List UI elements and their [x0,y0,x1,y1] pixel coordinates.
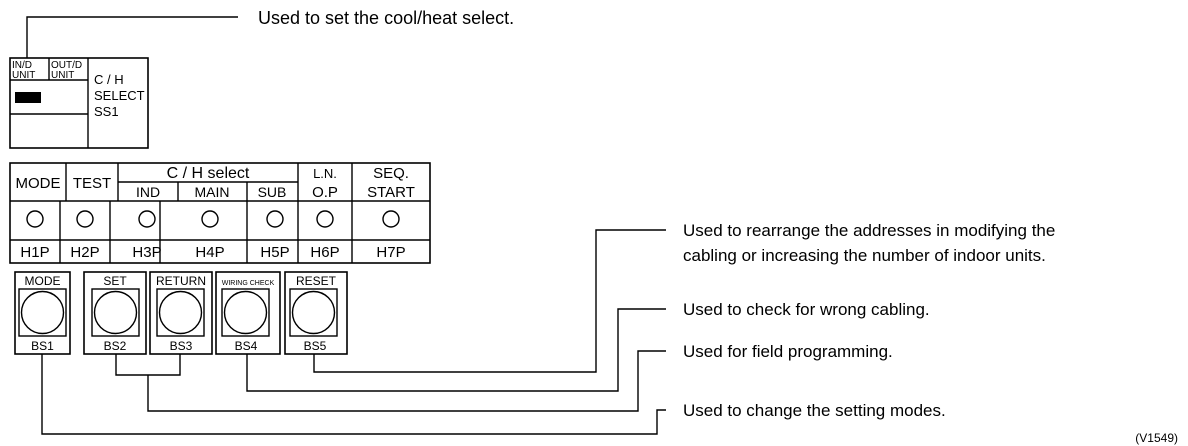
led-h7p-label: H7P [376,244,405,261]
seq-header: SEQ. [373,165,409,182]
ch-label: C / H [94,72,124,87]
rearrange-annotation-line2: cabling or increasing the number of indo… [683,246,1046,265]
ch-select-switch-box: IN/D UNIT OUT/D UNIT C / H SELECT SS1 [9,57,149,149]
led-h2p-label: H2P [70,244,99,261]
unit-label-1: UNIT [12,70,35,81]
button-bs2[interactable]: SET BS2 [83,271,147,355]
led-h3p-indicator [138,210,156,228]
button-bs3[interactable]: RETURN BS3 [149,271,213,355]
bs4-push-circle[interactable] [223,290,268,335]
bs2-push-circle[interactable] [93,290,138,335]
test-header: TEST [73,175,111,192]
setting-modes-annotation: Used to change the setting modes. [683,401,946,420]
start-header: START [367,184,415,201]
select-label: SELECT [94,88,145,103]
led-h5p-label: H5P [260,244,289,261]
out-d-label: OUT/D [51,60,82,71]
button-bs4[interactable]: WIRING CHECK BS4 [215,271,281,355]
cool-heat-annotation: Used to set the cool/heat select. [258,8,514,28]
field-programming-annotation: Used for field programming. [683,342,893,361]
led-h6p-label: H6P [310,244,339,261]
bs1-push-circle[interactable] [20,290,65,335]
ss1-label: SS1 [94,104,119,119]
led-h5p-indicator [266,210,284,228]
bs1-top-label: MODE [25,274,61,288]
led-h7p-indicator [382,210,400,228]
bs4-bottom-label: BS4 [235,339,258,353]
bs5-top-label: RESET [296,274,337,288]
led-h2p-indicator [76,210,94,228]
bs1-bottom-label: BS1 [31,339,54,353]
bs3-top-label: RETURN [156,274,206,288]
ln-header: L.N. [313,166,337,181]
unit-label-2: UNIT [51,70,74,81]
op-header: O.P [312,184,338,201]
leader-field-prog [147,350,666,412]
led-h1p-indicator [26,210,44,228]
bs3-push-circle[interactable] [158,290,203,335]
ch-select-header: C / H select [167,165,250,182]
in-d-label: IN/D [12,60,32,71]
bs3-bottom-label: BS3 [170,339,193,353]
ind-header: IND [136,184,160,200]
figure-reference: (V1549) [1135,431,1178,445]
led-h4p-label: H4P [195,244,224,261]
rearrange-annotation-line1: Used to rearrange the addresses in modif… [683,221,1055,240]
wrong-cabling-annotation: Used to check for wrong cabling. [683,300,930,319]
mode-header: MODE [16,175,61,192]
led-h3p-label: H3P [132,244,161,261]
led-h6p-indicator [316,210,334,228]
leader-bs2-bs3-field-prog [115,354,181,376]
bs4-top-label: WIRING CHECK [222,280,275,287]
leader-bs4-wiring [246,308,666,392]
button-bs1[interactable]: MODE BS1 [14,271,71,355]
leader-bs5-rearrange [313,229,666,373]
main-header: MAIN [195,184,230,200]
button-bs5[interactable]: RESET BS5 [284,271,348,355]
bs5-bottom-label: BS5 [304,339,327,353]
bs2-top-label: SET [103,274,127,288]
sub-header: SUB [258,184,287,200]
led-h4p-indicator [201,210,219,228]
led-h1p-label: H1P [20,244,49,261]
bs5-push-circle[interactable] [291,290,336,335]
switch-lever [15,92,41,103]
bs2-bottom-label: BS2 [104,339,127,353]
leader-bs1-setting-modes [41,354,666,435]
led-table: MODE TEST C / H select IND MAIN SUB L.N.… [9,162,431,264]
cool-heat-leader [26,16,238,58]
